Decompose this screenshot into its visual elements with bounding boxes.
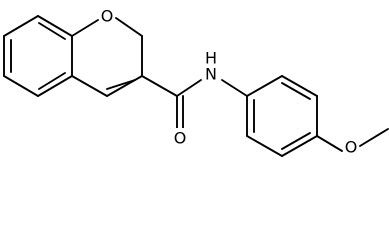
bond (281, 135, 318, 157)
bond (38, 22, 66, 40)
chemical-structure-diagram: O O N H O (3, 6, 389, 157)
bond (246, 135, 283, 157)
bond (38, 72, 66, 90)
atom-labels: O O N H O (100, 6, 358, 157)
bond (3, 15, 39, 37)
bonds (3, 15, 389, 157)
bond (141, 75, 178, 97)
bond (221, 79, 248, 97)
ring-oxygen-label: O (101, 7, 114, 26)
bond (3, 75, 39, 97)
bond (37, 75, 73, 97)
carbonyl-oxygen-label: O (174, 129, 187, 148)
bond (281, 132, 311, 150)
bond (246, 75, 283, 97)
bond (176, 79, 202, 97)
amide-hydrogen-label: H (205, 49, 217, 68)
bond (37, 15, 73, 37)
bond (106, 75, 143, 97)
bond (359, 128, 389, 147)
bond (106, 79, 136, 90)
bond (71, 19, 99, 37)
amide-nitrogen-label: N (205, 65, 217, 84)
bond (316, 135, 343, 152)
methoxy-oxygen-label: O (345, 138, 358, 157)
bond (281, 82, 311, 100)
bond (71, 75, 108, 97)
bond (281, 75, 318, 97)
bond (115, 17, 143, 37)
